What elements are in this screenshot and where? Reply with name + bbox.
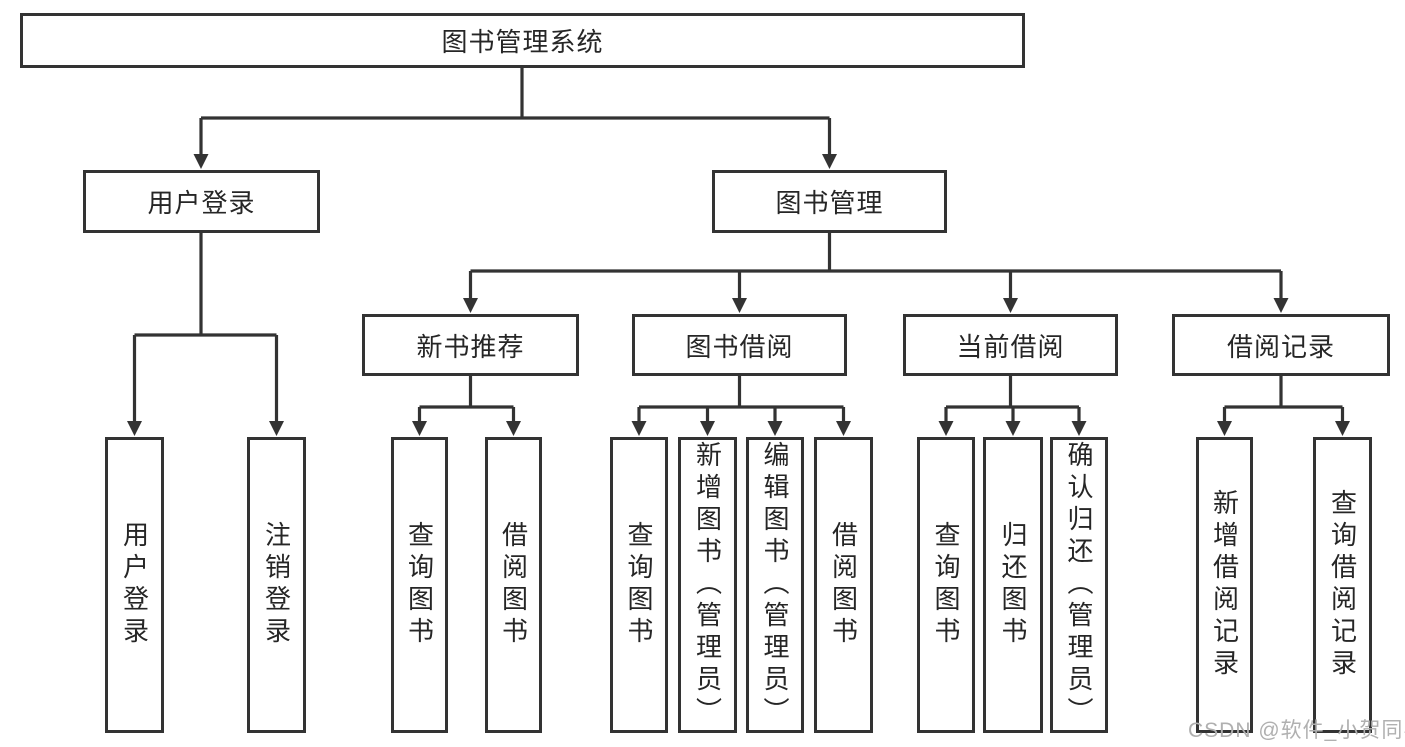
leaf-return-books: 归还图书 xyxy=(983,437,1043,733)
leaf-query-books-2-label: 查询图书 xyxy=(624,521,654,649)
node-library-management-system: 图书管理系统 xyxy=(20,13,1025,68)
leaf-borrow-books-1: 借阅图书 xyxy=(485,437,542,733)
leaf-borrow-books-1-label: 借阅图书 xyxy=(498,521,529,649)
csdn-watermark: CSDN @软件_小贺同学 xyxy=(1188,719,1405,742)
node-new-book-recommendation-label: 新书推荐 xyxy=(416,331,525,362)
node-library-management-system-label: 图书管理系统 xyxy=(441,27,604,57)
node-current-borrowing-label: 当前借阅 xyxy=(956,331,1065,362)
leaf-add-book-admin-label: 新增图书（管理员） xyxy=(692,441,723,729)
leaf-query-borrow-record: 查询借阅记录 xyxy=(1313,437,1372,733)
node-borrowing-records-label: 借阅记录 xyxy=(1226,331,1335,362)
leaf-confirm-return-admin-label: 确认归还（管理员） xyxy=(1064,441,1094,729)
leaf-edit-book-admin-label: 编辑图书（管理员） xyxy=(760,441,790,729)
arrow-down-icons xyxy=(127,154,1350,436)
connector-path xyxy=(132,68,1345,423)
leaf-query-books-1-label: 查询图书 xyxy=(404,521,435,649)
leaf-add-borrow-record-label: 新增借阅记录 xyxy=(1209,489,1240,681)
node-borrowing-records: 借阅记录 xyxy=(1172,314,1390,376)
node-book-management: 图书管理 xyxy=(712,170,947,233)
node-book-borrowing-label: 图书借阅 xyxy=(685,331,794,362)
node-user-login: 用户登录 xyxy=(83,170,320,233)
node-new-book-recommendation: 新书推荐 xyxy=(362,314,579,376)
node-book-management-label: 图书管理 xyxy=(775,188,884,218)
leaf-logout: 注销登录 xyxy=(247,437,306,733)
node-book-borrowing: 图书借阅 xyxy=(632,314,847,376)
leaf-return-books-label: 归还图书 xyxy=(998,521,1028,649)
node-current-borrowing: 当前借阅 xyxy=(903,314,1118,376)
leaf-query-books-3-label: 查询图书 xyxy=(931,521,961,649)
leaf-confirm-return-admin: 确认归还（管理员） xyxy=(1050,437,1108,733)
leaf-borrow-books-2: 借阅图书 xyxy=(814,437,873,733)
leaf-add-borrow-record: 新增借阅记录 xyxy=(1196,437,1253,733)
leaf-add-book-admin: 新增图书（管理员） xyxy=(678,437,737,733)
leaf-user-login-label: 用户登录 xyxy=(119,521,150,649)
leaf-user-login: 用户登录 xyxy=(105,437,164,733)
leaf-borrow-books-2-label: 借阅图书 xyxy=(828,521,859,649)
leaf-query-books-2: 查询图书 xyxy=(610,437,668,733)
leaf-edit-book-admin: 编辑图书（管理员） xyxy=(746,437,804,733)
leaf-query-books-3: 查询图书 xyxy=(917,437,975,733)
leaf-query-books-1: 查询图书 xyxy=(391,437,448,733)
leaf-logout-label: 注销登录 xyxy=(261,521,292,649)
leaf-query-borrow-record-label: 查询借阅记录 xyxy=(1327,489,1358,681)
node-user-login-label: 用户登录 xyxy=(147,188,256,218)
